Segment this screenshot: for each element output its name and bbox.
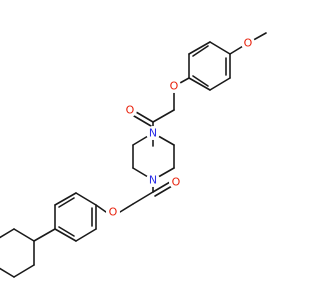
bond-ring-a-inner <box>58 197 75 208</box>
ether-oxygen-bottom-label: O <box>109 206 118 219</box>
bond-ring-a <box>75 228 97 242</box>
bond-ring-top-inner <box>192 75 209 87</box>
piperazine-nitrogen-top-label: N <box>149 127 157 140</box>
piperazine-nitrogen-bottom-label: N <box>149 174 157 187</box>
bond-ether-o-ring <box>95 204 107 213</box>
piperazine-nitrogen-bottom-bg <box>146 173 160 187</box>
structural-formula: O O O N N O O <box>0 32 267 278</box>
piperazine-nitrogen-top-bg <box>146 126 160 140</box>
bond-ring-b <box>13 264 35 278</box>
bond-ring-ether-o <box>179 77 190 84</box>
bond-ring-top <box>209 41 231 55</box>
bond-ch2-carbonyl <box>152 109 175 123</box>
bond-ring-top <box>188 41 211 55</box>
bond-ring-a <box>54 192 77 206</box>
atom-label-layer: O O O N N O O <box>106 36 255 219</box>
bond-ring-a <box>75 192 97 206</box>
bond-ring-b <box>0 228 15 239</box>
bond-carbonyl-bottom <box>152 181 171 193</box>
carbonyl-oxygen-top-bg <box>123 103 137 117</box>
bond-ring-top-inner <box>192 45 209 57</box>
carbonyl-oxygen-bottom-label: O <box>172 176 181 189</box>
bond-ring-a <box>54 228 77 242</box>
bond-layer <box>0 32 267 278</box>
bond-ring-a-inner <box>58 226 75 237</box>
bond-ring-b <box>0 267 15 278</box>
carbonyl-oxygen-top-label: O <box>126 104 135 117</box>
ether-oxygen-top-label: O <box>170 80 179 93</box>
bond-carbonyl-ch2 <box>132 191 154 205</box>
ether-oxygen-top-bg <box>167 79 181 93</box>
bond-ring-top <box>209 77 231 91</box>
bond-carbonyl-top <box>135 111 154 123</box>
bond-biaryl <box>33 228 56 242</box>
methoxy-oxygen-label: O <box>244 37 253 50</box>
carbonyl-oxygen-bottom-bg <box>169 175 183 189</box>
ether-oxygen-bottom-bg <box>106 205 120 219</box>
bond-ring-top <box>188 77 211 91</box>
bond-carbonyl-bottom <box>154 185 173 197</box>
bond-ch2-ether-o <box>119 203 134 213</box>
bond-carbonyl-top <box>133 115 152 127</box>
bond-ring-b <box>13 228 35 242</box>
methoxy-oxygen-bg <box>241 36 255 50</box>
